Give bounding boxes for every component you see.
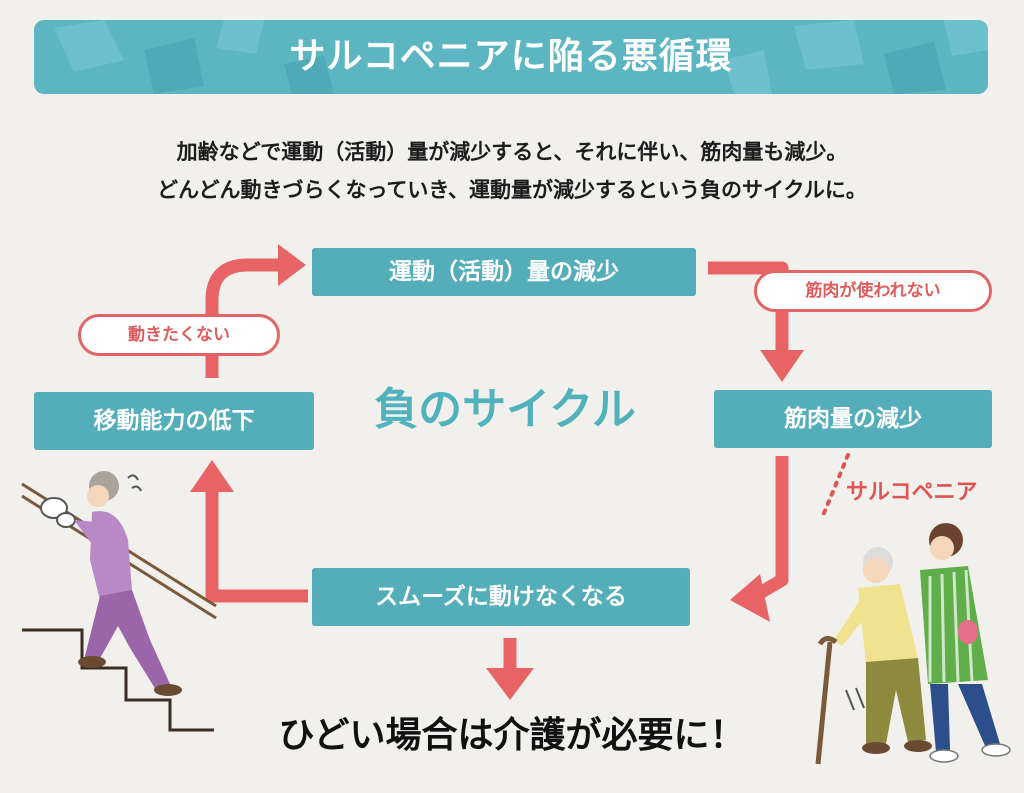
man-pants — [866, 658, 926, 744]
stairs — [22, 628, 214, 732]
man-face — [863, 557, 889, 583]
banner-pattern — [54, 20, 988, 94]
node-activity-decrease: 運動（活動）量の減少 — [312, 248, 696, 296]
intro-line-1: 加齢などで運動（活動）量が減少すると、それに伴い、筋肉量も減少。 — [176, 140, 848, 164]
arrow-left-to-top — [205, 258, 282, 378]
reason-muscle-unused: 筋肉が使われない — [754, 270, 992, 312]
sarcopenia-pointer — [820, 453, 850, 520]
arrowhead-to-conclusion — [486, 668, 534, 700]
conclusion-text: ひどい場合は介護が必要に！ — [278, 715, 746, 756]
arrowhead-down-right — [760, 350, 804, 382]
woman-face — [87, 485, 109, 507]
negative-cycle-label: 負のサイクル — [374, 384, 636, 435]
title-banner: サルコペニアに陥る悪循環 — [34, 20, 988, 94]
node-mobility-decline: 移動能力の低下 — [34, 392, 314, 450]
node-muscle-decrease: 筋肉量の減少 — [714, 390, 992, 448]
arrowhead-left-bottom — [730, 574, 770, 622]
man-shirt — [858, 584, 918, 664]
breath-puff — [40, 497, 68, 519]
page-title: サルコペニアに陥る悪循環 — [289, 36, 733, 77]
sarcopenia-label: サルコペニア — [846, 480, 978, 505]
cane — [815, 641, 833, 765]
node-cannot-move-smoothly: スムーズに動けなくなる — [312, 568, 690, 626]
arrow-bottom-to-left — [205, 488, 308, 603]
arrowhead-up-left — [190, 460, 234, 492]
woman-pants — [84, 590, 170, 690]
arrow-top-to-right — [708, 261, 789, 355]
intro-line-2: どんどん動きづらくなっていき、運動量が減少するという負のサイクルに。 — [157, 178, 867, 202]
reason-not-want-to-move: 動きたくない — [78, 314, 280, 356]
apron-pocket — [958, 620, 978, 644]
caregiver-face — [930, 536, 954, 560]
arrowhead-right-top — [278, 244, 306, 286]
